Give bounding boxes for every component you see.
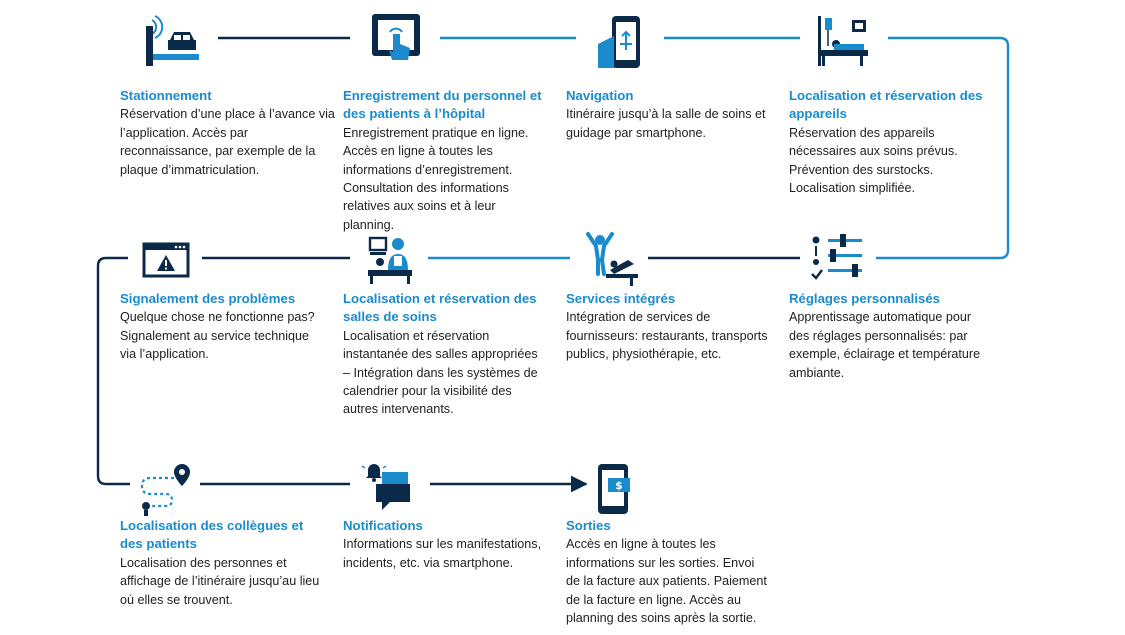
step-description: Itinéraire jusqu’à la salle de soins et … [566,107,766,140]
step-description: Réservation d’une place à l’avance via l… [120,107,335,177]
step-title: Notifications [343,518,423,533]
connector-4-8 [876,36,1010,260]
connector-5-9 [96,256,130,486]
notification-chat-icon [360,458,420,518]
step-description: Apprentissage automatique pour des régla… [789,310,981,380]
step-title: Navigation [566,88,634,103]
step-parking: Stationnement Réservation d’une place à … [120,87,340,179]
svg-text:$: $ [615,479,623,492]
step-problem-reporting: Signalement des problèmes Quelque chose … [120,290,325,364]
step-equipment-booking: Localisation et réservation des appareil… [789,87,989,197]
physiotherapy-icon [584,230,644,290]
step-registration: Enregistrement du personnel et des patie… [343,87,548,234]
smartphone-payment-icon: $ [584,458,644,518]
step-title: Services intégrés [566,291,676,306]
step-description: Intégration de services de fournisseurs:… [566,310,768,362]
step-notifications: Notifications Informations sur les manif… [343,517,548,572]
step-discharge: Sorties Accès en ligne à toutes les info… [566,517,771,627]
step-description: Réservation des appareils nécessaires au… [789,125,958,196]
hospital-bed-icon [812,10,872,70]
step-description: Localisation et réservation instantanée … [343,328,538,417]
step-personal-settings: Réglages personnalisés Apprentissage aut… [789,290,994,382]
browser-warning-icon [136,230,196,290]
step-description: Quelque chose ne fonctionne pas? Signale… [120,310,315,362]
settings-sliders-icon [808,230,868,290]
step-integrated-services: Services intégrés Intégration de service… [566,290,771,364]
parking-barrier-car-icon [140,10,200,70]
step-title: Signalement des problèmes [120,291,296,306]
tablet-touch-icon [364,10,424,70]
meeting-room-icon [360,230,420,290]
step-title: Sorties [566,518,611,533]
step-description: Localisation des personnes et affichage … [120,555,320,607]
step-title: Localisation des collègues et des patien… [120,518,304,552]
step-navigation: Navigation Itinéraire jusqu’à la salle d… [566,87,771,142]
step-title: Enregistrement du personnel et des patie… [343,88,542,122]
smartphone-navigation-icon [588,10,648,70]
step-title: Localisation et réservation des salles d… [343,291,537,325]
step-title: Localisation et réservation des appareil… [789,88,983,122]
step-title: Réglages personnalisés [789,291,940,306]
step-title: Stationnement [120,88,212,103]
step-description: Informations sur les manifestations, inc… [343,537,542,570]
location-path-icon [136,458,196,518]
step-description: Enregistrement pratique en ligne. Accès … [343,125,529,232]
step-people-location: Localisation des collègues et des patien… [120,517,325,609]
step-room-booking: Localisation et réservation des salles d… [343,290,548,419]
step-description: Accès en ligne à toutes les informations… [566,537,767,626]
